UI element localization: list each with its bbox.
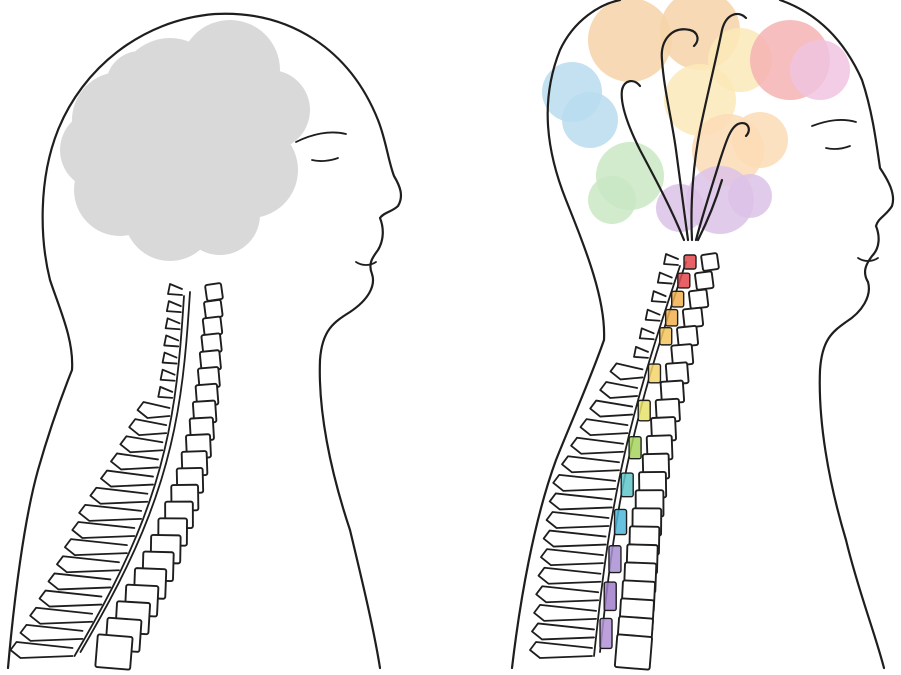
spinous-process: [164, 335, 178, 346]
rib: [530, 642, 592, 658]
brain-region: [732, 112, 788, 168]
rib: [571, 438, 623, 454]
right-eye: [812, 120, 856, 126]
spinous-process: [161, 370, 175, 381]
rib: [79, 505, 141, 521]
brain-lobe: [180, 175, 260, 255]
right-spine: [530, 253, 719, 670]
spinous-process: [168, 284, 182, 295]
left-mouth: [356, 262, 376, 265]
vertebra-segment: [648, 364, 660, 383]
rib: [20, 625, 82, 641]
rib: [544, 531, 606, 547]
vertebra-segment: [604, 582, 616, 610]
left-eye: [296, 132, 346, 142]
vertebra-segment: [638, 400, 650, 420]
brain-region: [656, 184, 704, 232]
spinous-process: [163, 353, 177, 364]
rib: [40, 591, 102, 607]
rib: [90, 488, 147, 504]
spinous-process: [166, 318, 180, 329]
rib: [72, 522, 134, 538]
rib: [129, 419, 166, 435]
vertebra-body: [204, 300, 223, 319]
left-eyelid: [312, 158, 338, 161]
vertebra-segment: [600, 618, 612, 648]
left-brain: [60, 20, 310, 261]
rib: [30, 608, 92, 624]
vertebra-segment: [621, 473, 633, 497]
brain-region: [588, 176, 636, 224]
rib: [138, 402, 170, 418]
left-figure: [8, 14, 401, 670]
rib: [550, 493, 612, 509]
vertebra-body: [695, 271, 714, 290]
brain-region: [790, 40, 850, 100]
rib: [532, 623, 594, 639]
vertebra-segment: [629, 437, 641, 459]
rib: [65, 539, 127, 555]
rib: [111, 453, 158, 469]
rib: [541, 549, 603, 565]
rib: [562, 456, 619, 472]
rib: [57, 556, 119, 572]
vertebra-segment: [609, 546, 621, 573]
left-spine: [11, 283, 224, 670]
vertebra-segment: [666, 310, 678, 326]
brain-region: [588, 0, 672, 82]
right-figure: [512, 0, 893, 670]
vertebra-segment: [678, 273, 690, 288]
spinous-process: [658, 273, 672, 284]
rib: [11, 642, 73, 658]
vertebra-body: [683, 308, 704, 328]
spinous-process: [167, 301, 181, 312]
rib: [580, 419, 627, 435]
vertebra-segment: [684, 255, 696, 269]
spinous-process: [652, 291, 666, 302]
vertebra-body: [615, 634, 652, 669]
brain-lobe: [106, 51, 174, 119]
spinous-process: [664, 254, 678, 265]
right-mouth: [858, 258, 878, 261]
vertebra-body: [95, 634, 132, 669]
spinous-process: [646, 310, 660, 321]
rib: [610, 363, 642, 379]
rib: [590, 401, 632, 417]
vertebra-segment: [615, 509, 627, 534]
rib: [534, 605, 596, 621]
rib: [48, 573, 110, 589]
spinous-process: [640, 328, 654, 339]
rib: [536, 586, 598, 602]
spinous-process: [158, 387, 172, 398]
rib: [600, 382, 637, 398]
spinous-process: [634, 347, 648, 358]
rib: [101, 471, 153, 487]
vertebra-body: [701, 253, 719, 271]
vertebra-segment: [672, 291, 684, 307]
vertebra-body: [689, 289, 709, 309]
right-eyelid: [826, 146, 850, 149]
vertebra-segment: [660, 328, 672, 345]
vertebra-body: [205, 283, 223, 301]
brain-lobe: [60, 110, 140, 190]
brain-region: [562, 92, 618, 148]
rib: [120, 436, 162, 452]
rib: [547, 512, 609, 528]
rib: [538, 568, 600, 584]
rib: [553, 475, 615, 491]
brain-region: [728, 174, 772, 218]
